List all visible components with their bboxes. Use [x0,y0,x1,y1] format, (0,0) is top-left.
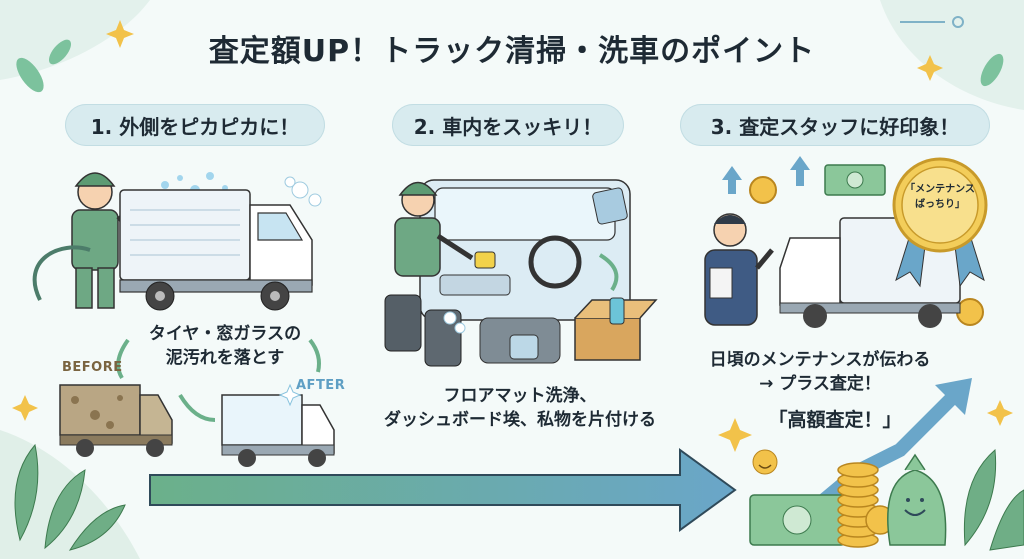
small-circle-decoration [900,16,964,28]
rising-arrow-head-icon [935,378,972,415]
step-3-caption-line-1: 日頃のメンテナンスが伝わる [709,350,931,370]
corner-blob-top-left [0,0,150,80]
curved-arrow-icon [598,253,619,292]
staff-inspection-illustration [704,156,988,328]
curved-arrow-icon [116,338,321,422]
high-appraisal-callout: 「高額査定！」 [768,409,902,431]
step-1-caption-line-2: 泥汚れを落とす [165,348,285,368]
truck-wash-illustration [32,172,322,311]
step-3-caption: 日頃のメンテナンスが伝わる → プラス査定！ [700,348,940,396]
before-truck-illustration [59,384,173,457]
step-3-caption-line-2: → プラス査定！ [759,374,881,394]
after-truck-illustration [221,383,335,467]
leaf-icon [16,39,1004,93]
step-3-label: 3. 査定スタッフに好印象！ [680,104,990,146]
step-1-label: 1. 外側をピカピカに！ [65,104,325,146]
step-2-label: 2. 車内をスッキリ！ [392,104,624,146]
progress-arrow [149,448,737,532]
after-label: AFTER [296,378,346,393]
step-1-caption-line-1: タイヤ・窓ガラスの [148,324,302,344]
money-pile-illustration [749,449,947,548]
step-2-caption: フロアマット洗浄、 ダッシュボード埃、私物を片付ける [360,384,680,432]
step-2-caption-line-1: フロアマット洗浄、 [443,386,597,406]
badge-line-1: 「メンテナンス [905,184,975,195]
step-1-caption: タイヤ・窓ガラスの 泥汚れを落とす [140,322,310,370]
plant-icon [14,443,1024,551]
badge-line-2: ばっちり」 [915,199,965,210]
page-title: 査定額UP！トラック清掃・洗車のポイント [208,34,816,69]
step-2-caption-line-2: ダッシュボード埃、私物を片付ける [384,410,656,430]
before-label: BEFORE [62,360,123,375]
rosette-badge-text: 「メンテナンス ばっちり」 [900,182,980,212]
interior-cleaning-illustration [384,179,658,367]
smile-icon [752,449,778,475]
sparkle-icon [12,20,1013,452]
